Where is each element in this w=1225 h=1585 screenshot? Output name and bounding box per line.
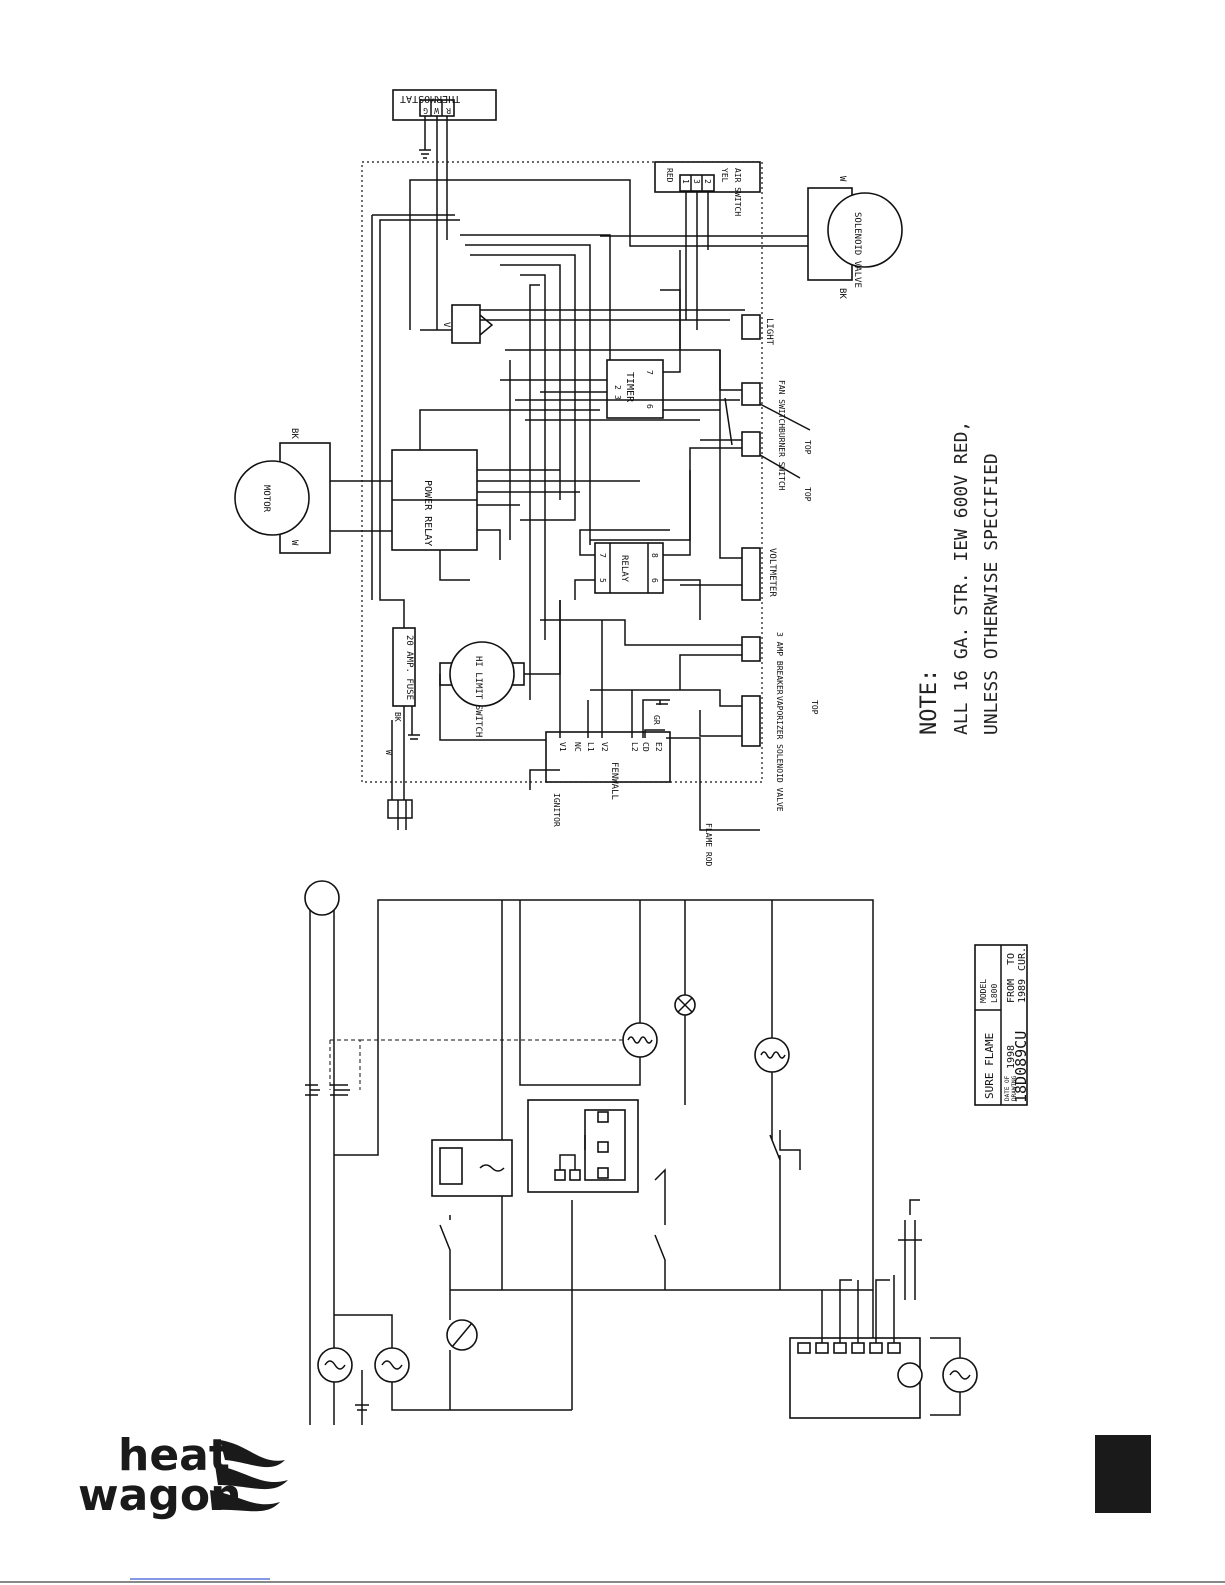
breaker-label: 3 AMP BREAKER [775,632,784,695]
timer-terminal-6: 6 [645,404,654,409]
burner-switch-label: BURNER SWITCH [777,428,786,491]
relay: RELAY 7 5 8 6 [574,470,701,620]
timer-terminal-3: 3 [613,395,622,400]
power-relay-label: POWER RELAY [422,480,433,546]
flame-logo-icon [210,1440,288,1512]
air-switch-terminal-2: 2 [703,179,712,184]
title-model-label: MODEL [979,979,988,1003]
fuse-bk: BK [393,712,402,722]
air-switch-yel: YEL [720,168,729,183]
power-relay: POWER RELAY [391,409,640,581]
fenwall-v1: V1 [558,742,567,752]
fuse-label: 20 AMP. FUSE [404,635,414,700]
fan-switch: FAN SWITCH [741,380,786,428]
flame-rod-label: FLAME ROD [704,823,713,867]
motor: MOTOR BK W [234,428,392,554]
title-date-label: DATE OF [1004,1075,1011,1101]
title-to-label: TO [1006,953,1017,965]
breaker: 3 AMP BREAKER [540,619,784,695]
fenwall-l1: L1 [586,742,595,752]
relay-label: RELAY [619,555,629,583]
ignitor-label: IGNITOR [552,793,561,827]
ladder-schematic [304,880,978,1425]
wiring-diagram: THERMOSTAT G W R AIR SWITCH RED YEL 1 3 … [234,89,903,867]
vaporizer-valve: VAPORIZER SOLENOID VALVE TOP [590,689,819,812]
ground-symbol-icon [355,1404,369,1411]
motor-w: W [289,540,299,546]
selector-block: V [420,304,745,344]
title-date-value: 1998 [1006,1045,1017,1069]
fenwall-cd: CD [641,742,650,752]
top-label-3: TOP [810,700,819,715]
voltmeter-label: VOLTMETER [767,548,777,597]
hi-limit-label: HI LIMIT SWITCH [473,656,483,737]
light: LIGHT [741,314,774,346]
thermostat-terminal-w: W [434,106,439,115]
air-switch-red: RED [665,168,674,183]
timer-terminal-2: 2 [613,385,622,390]
air-switch-label: AIR SWITCH [733,168,742,216]
fan-switch-label: FAN SWITCH [777,380,786,428]
fenwall-v2: V2 [600,742,609,752]
fuse: 20 AMP. FUSE BK W [379,219,460,830]
burner-switch: BURNER SWITCH [741,428,786,491]
title-from-value: 1989 [1017,979,1028,1003]
timer-terminal-7: 7 [645,370,654,375]
top-label-2: TOP [803,487,812,502]
thermostat-label: THERMOSTAT [400,93,460,104]
fenwall-gr: GR [652,715,661,725]
light-label: LIGHT [764,318,774,346]
flame-sensor-icon [897,1362,923,1388]
selector-letter: V [441,322,451,328]
relay-terminal-8: 8 [650,553,659,558]
thermostat: THERMOSTAT G W R [392,89,497,330]
title-block: SURE FLAME MODEL L800 DATE OF DRAWING 19… [974,944,1030,1106]
heat-wagon-logo: heat wagon [78,1430,288,1521]
voltmeter: VOLTMETER [680,350,777,601]
power-plug-icon [304,880,340,916]
plug-w: W [384,750,393,755]
page-tab [1095,1435,1151,1513]
note-line-1: ALL 16 GA. STR. IEW 600V RED, [951,421,972,735]
title-product: SURE FLAME [983,1033,996,1099]
solenoid-valve-label: SOLENOID VALVE [852,212,862,288]
thermostat-terminal-r: R [446,106,451,115]
timer: TIMER 2 3 7 6 [500,250,720,419]
title-drawing-label: DRAWING [1011,1075,1018,1101]
thermostat-ground-icon [419,116,431,159]
logo-line-1: heat [118,1430,230,1481]
fenwall-nc: NC [573,742,582,752]
fenwall-l2: L2 [630,742,639,752]
solenoid-bk: BK [837,288,847,299]
motor-label: MOTOR [261,485,271,513]
hi-limit-switch: HI LIMIT SWITCH [439,600,561,741]
title-to-value: CUR. [1017,947,1028,971]
note-line-2: UNLESS OTHERWISE SPECIFIED [981,453,1002,735]
top-label-1: TOP [803,440,812,455]
solenoid-valve: SOLENOID VALVE W BK [409,176,903,330]
vaporizer-label: VAPORIZER SOLENOID VALVE [775,696,784,812]
title-drawing-number: 18D089CU [1012,1031,1030,1103]
note-title: NOTE: [917,669,942,735]
fenwall-label: FENWALL [609,762,619,800]
thermostat-terminal-g: G [423,106,428,115]
relay-terminal-5: 5 [598,578,607,583]
air-switch-terminal-3: 3 [692,179,701,184]
fenwall-e2: E2 [654,742,663,752]
timer-label: TIMER [624,372,635,403]
air-switch: AIR SWITCH RED YEL 1 3 2 [654,161,761,330]
fenwall: FENWALL V1 NC L1 V2 L2 CD E2 GR IGNITOR … [529,600,760,867]
relay-terminal-7: 7 [598,553,607,558]
motor-bk: BK [289,428,299,439]
title-from-label: FROM [1006,979,1017,1003]
meter-icon [754,1037,790,1073]
title-model-value: L800 [990,984,999,1003]
solenoid-w: W [837,176,847,182]
relay-terminal-6: 6 [650,578,659,583]
wiring-note: NOTE: ALL 16 GA. STR. IEW 600V RED, UNLE… [917,421,1002,735]
air-switch-terminal-1: 1 [681,179,690,184]
